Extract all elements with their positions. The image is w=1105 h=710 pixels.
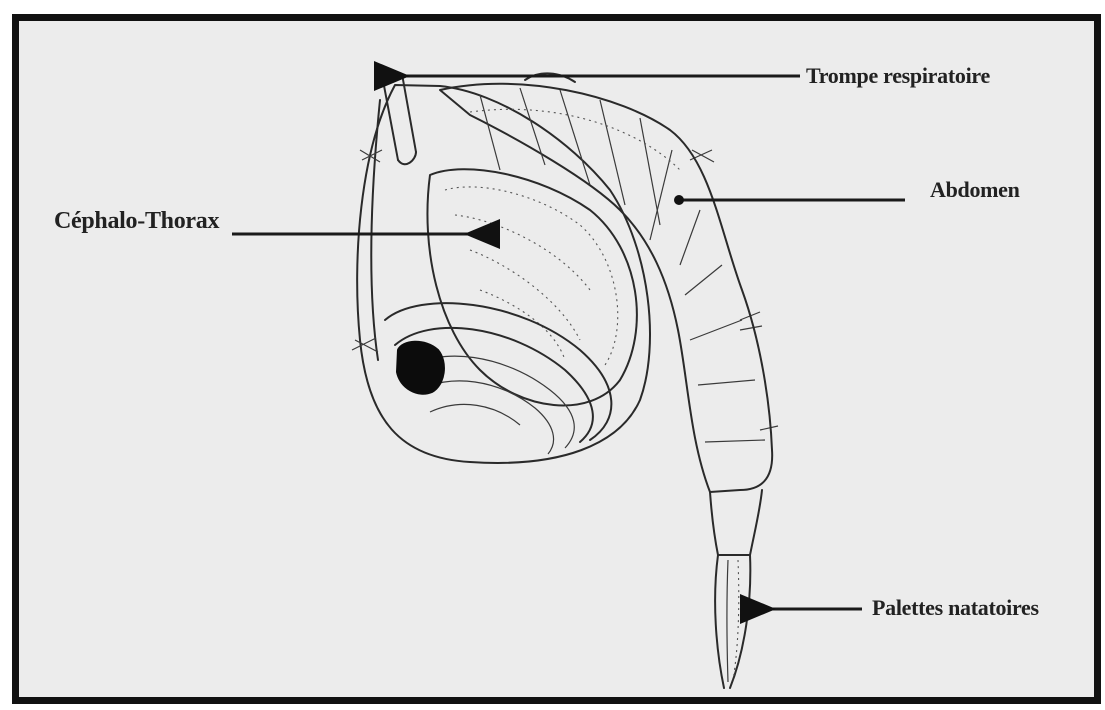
label-palettes-natatoires: Palettes natatoires [872,595,1040,620]
abdomen-pointer-dot [674,195,684,205]
mosquito-pupa-drawing [352,73,778,688]
label-cephalo-thorax: Céphalo-Thorax [54,208,219,234]
label-trompe-respiratoire: Trompe respiratoire [806,63,990,88]
label-abdomen: Abdomen [930,177,1020,202]
